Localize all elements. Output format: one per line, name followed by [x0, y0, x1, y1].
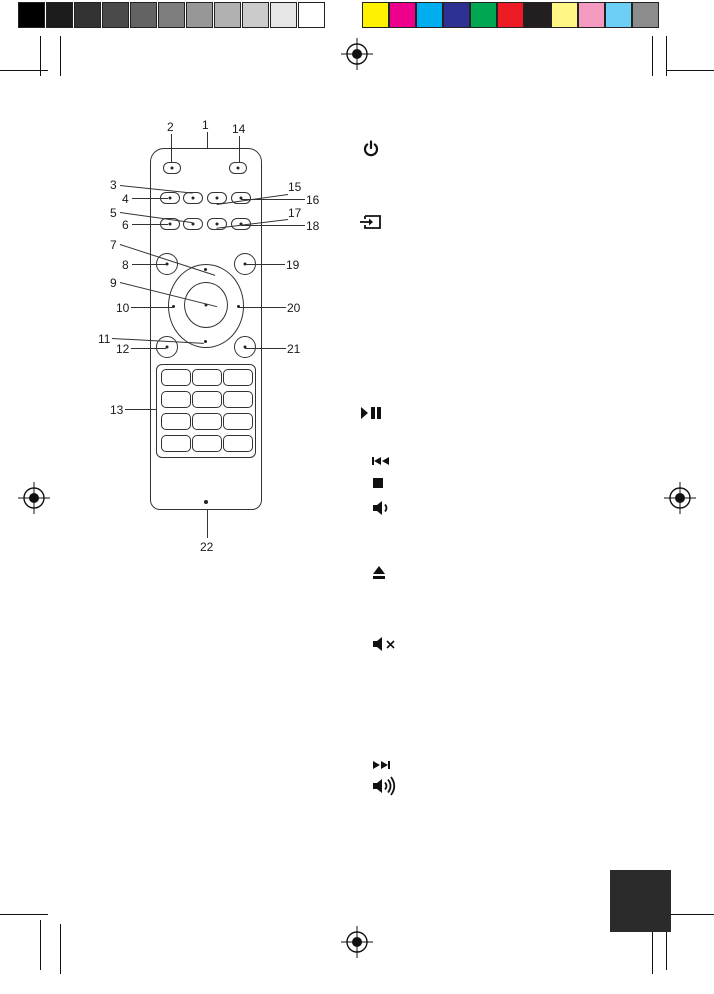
color-swatch — [389, 2, 416, 28]
callout-7: 7 — [110, 238, 117, 252]
page-tab — [610, 870, 671, 932]
keypad-key — [192, 391, 222, 408]
volume-up-icon — [372, 776, 398, 796]
color-swatch — [497, 2, 524, 28]
gray-swatch — [158, 2, 185, 28]
keypad-key — [223, 435, 253, 452]
color-swatch — [362, 2, 389, 28]
remote-button-12 — [156, 336, 178, 358]
callout-9: 9 — [110, 276, 117, 290]
color-swatch — [605, 2, 632, 28]
callout-20: 20 — [287, 301, 300, 315]
callout-4: 4 — [122, 192, 129, 206]
mute-icon — [372, 636, 398, 652]
registration-mark-left — [18, 482, 50, 514]
color-swatch — [470, 2, 497, 28]
callout-19: 19 — [286, 258, 299, 272]
callout-22: 22 — [200, 540, 213, 554]
keypad-key — [223, 413, 253, 430]
remote-ok-button — [184, 282, 228, 328]
gray-swatch — [298, 2, 325, 28]
gray-swatch — [270, 2, 297, 28]
keypad-key — [161, 369, 191, 386]
keypad-key — [161, 391, 191, 408]
gray-swatch — [130, 2, 157, 28]
keypad-key — [161, 435, 191, 452]
callout-13: 13 — [110, 403, 123, 417]
callout-3: 3 — [110, 178, 117, 192]
callout-14: 14 — [232, 122, 245, 136]
keypad-key — [161, 413, 191, 430]
eject-icon — [373, 566, 385, 580]
gray-swatch — [102, 2, 129, 28]
next-icon — [372, 760, 390, 770]
callout-21: 21 — [287, 342, 300, 356]
color-swatch — [416, 2, 443, 28]
keypad-key — [192, 435, 222, 452]
gray-swatch — [186, 2, 213, 28]
remote-button-3 — [183, 192, 203, 204]
input-icon — [359, 214, 383, 230]
remote-button-14 — [229, 162, 247, 174]
registration-mark-top — [341, 38, 373, 70]
callout-15: 15 — [288, 180, 301, 194]
color-swatch — [524, 2, 551, 28]
stop-icon — [373, 478, 383, 488]
callout-10: 10 — [116, 301, 129, 315]
color-swatch — [551, 2, 578, 28]
color-swatch — [578, 2, 605, 28]
callout-17: 17 — [288, 206, 301, 220]
previous-icon — [372, 456, 390, 466]
callout-8: 8 — [122, 258, 129, 272]
gray-swatch — [242, 2, 269, 28]
keypad-key — [223, 391, 253, 408]
gray-swatch — [214, 2, 241, 28]
registration-mark-right — [664, 482, 696, 514]
keypad-key — [192, 413, 222, 430]
play-pause-icon — [360, 406, 384, 420]
keypad-key — [223, 369, 253, 386]
callout-18: 18 — [306, 219, 319, 233]
callout-5: 5 — [110, 206, 117, 220]
gray-swatch — [46, 2, 73, 28]
registration-mark-bottom — [341, 926, 373, 958]
power-icon — [362, 140, 380, 158]
callout-11: 11 — [98, 332, 110, 346]
gray-swatch — [18, 2, 45, 28]
gray-swatch — [74, 2, 101, 28]
remote-button-21 — [234, 336, 256, 358]
callout-1: 1 — [202, 118, 209, 132]
callout-2: 2 — [167, 120, 174, 134]
volume-down-icon — [372, 500, 392, 516]
callout-12: 12 — [116, 342, 129, 356]
remote-button-2 — [163, 162, 181, 174]
keypad-key — [192, 369, 222, 386]
callout-6: 6 — [122, 218, 129, 232]
color-swatch — [443, 2, 470, 28]
remote-keypad — [156, 364, 256, 458]
color-swatch — [632, 2, 659, 28]
callout-16: 16 — [306, 193, 319, 207]
remote-button-5 — [183, 218, 203, 230]
